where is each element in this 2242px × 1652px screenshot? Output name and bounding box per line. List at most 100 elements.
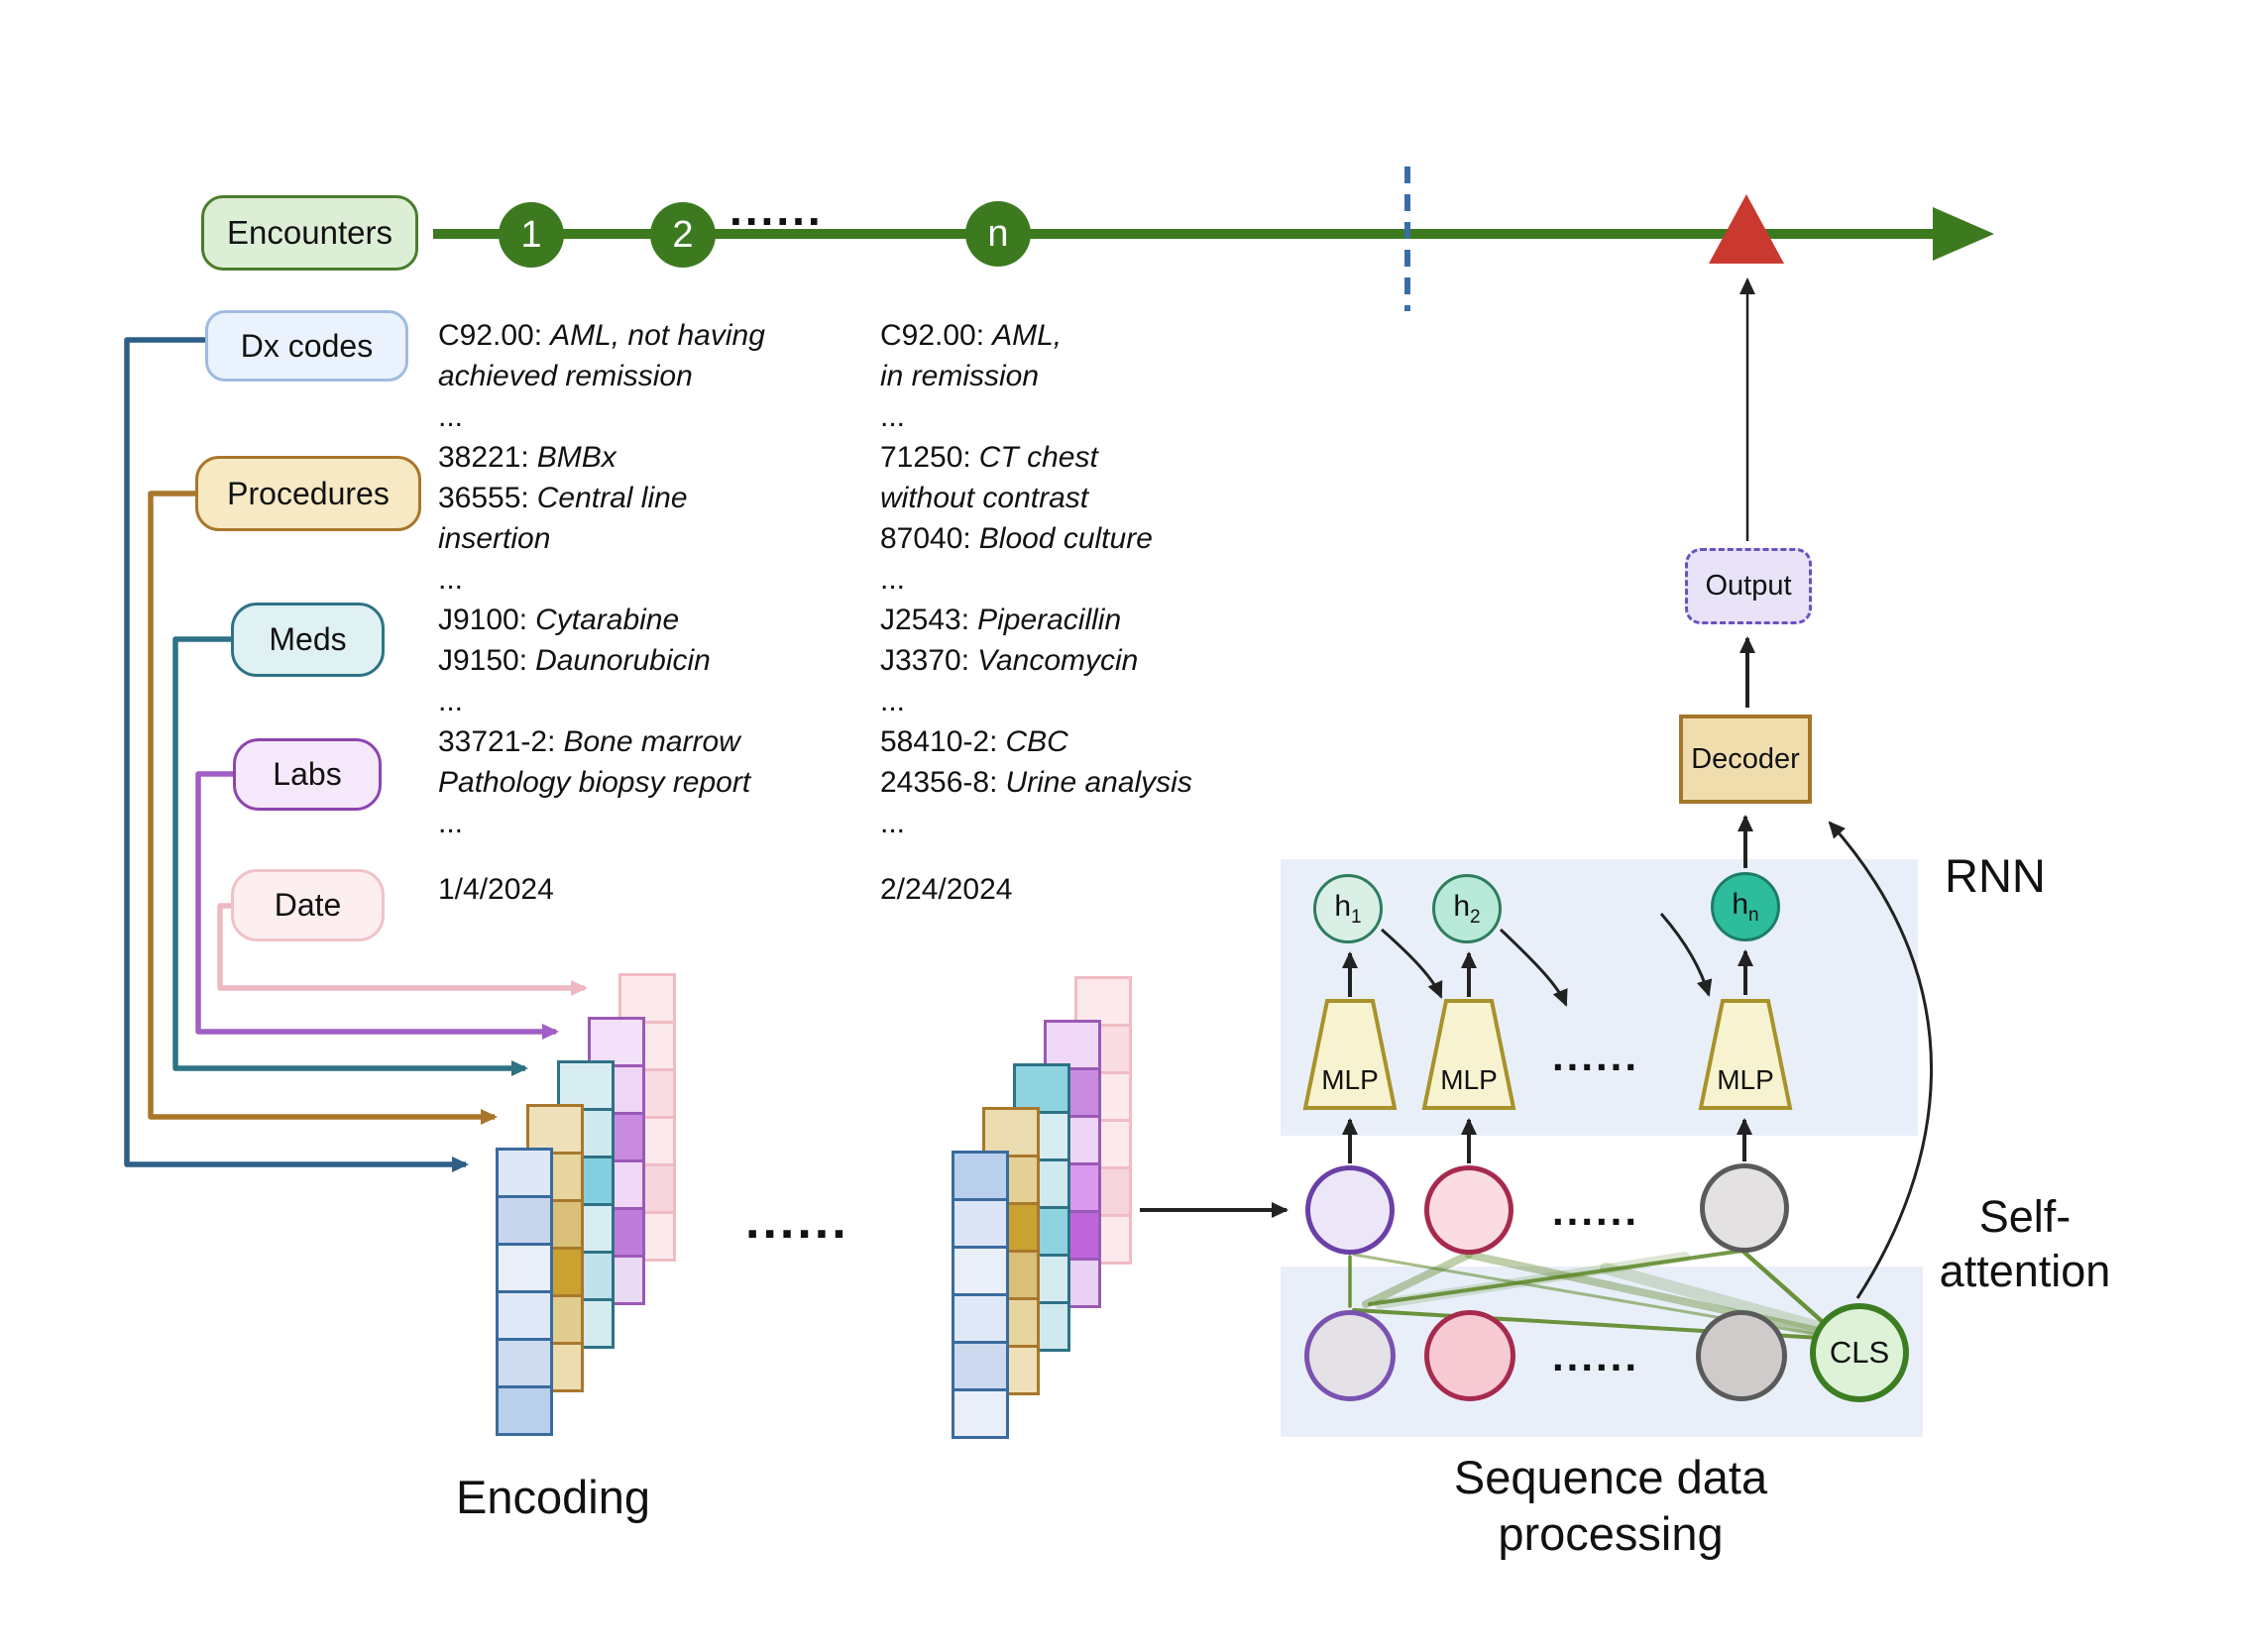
rnn-section-label: RNN (1945, 849, 2046, 902)
code-line: insertion (438, 522, 551, 555)
mlp-trapezoids (1302, 999, 1793, 1110)
encoding-cell (952, 1151, 1009, 1201)
attention-circle-2 (1424, 1310, 1515, 1401)
sequence-label-line2: processing (1498, 1507, 1724, 1560)
encoding-cell (588, 1017, 645, 1067)
self-attention-section-label: Self- attention (1931, 1189, 2119, 1298)
decoder-box: Decoder (1679, 715, 1812, 804)
code-line: in remission (880, 360, 1040, 392)
code-line: J9100:Cytarabine (438, 604, 680, 636)
encoding-cell (496, 1385, 553, 1436)
code-line: C92.00:AML, not having (438, 319, 765, 352)
encounters-label-box: Encounters (201, 195, 418, 271)
code-line: achieved remission (438, 360, 693, 392)
code-line: 38221:BMBx (438, 441, 617, 474)
prediction-marker-triangle-icon (1709, 194, 1784, 264)
encoding-cell (952, 1293, 1009, 1344)
encoding-cell (496, 1148, 553, 1198)
encoding-cell (618, 973, 676, 1024)
token-circle-2 (1424, 1165, 1513, 1255)
code-line: without contrast (880, 482, 1089, 514)
code-line: 1/4/2024 (438, 873, 554, 906)
category-date: Date (231, 869, 385, 941)
category-procedures: Procedures (195, 456, 421, 531)
encoding-stack-blue (952, 1151, 1009, 1439)
rnn-ellipsis: ...... (1552, 1033, 1640, 1079)
encoding-label: Encoding (456, 1471, 650, 1523)
sequence-processing-label: Sequence data processing (1393, 1449, 1829, 1562)
code-line: 2/24/2024 (880, 873, 1013, 906)
token-circle-1 (1305, 1165, 1395, 1255)
code-line: ... (438, 563, 464, 596)
code-line: ... (438, 807, 464, 839)
mlp-2-label: MLP (1440, 1064, 1498, 1095)
hidden-state-h1: h1 (1313, 874, 1383, 943)
token-row-ellipsis: ...... (1552, 1187, 1640, 1234)
dx-bracket-line (124, 337, 469, 1172)
timeline-node-2: 2 (650, 202, 716, 268)
self-attention-label-line2: attention (1939, 1246, 2111, 1296)
code-line: J2543:Piperacillin (880, 604, 1122, 636)
code-line: ... (438, 400, 464, 433)
hidden-state-hn: hn (1711, 872, 1780, 941)
encoding-ellipsis: ...... (745, 1192, 849, 1250)
code-line: ... (438, 685, 464, 717)
code-line: 71250:CT chest (880, 441, 1098, 474)
encoding-cell (1074, 976, 1132, 1027)
date-bracket-line (217, 903, 588, 996)
code-line: ... (880, 807, 906, 839)
timeline-node-1: 1 (499, 202, 564, 268)
code-line: J3370:Vancomycin (880, 644, 1139, 677)
mlp-1-shape (1302, 999, 1398, 1110)
attention-circle-n (1696, 1310, 1787, 1401)
code-line: C92.00:AML, (880, 319, 1063, 352)
labs-bracket-line (195, 771, 559, 1040)
encoding-cell (496, 1243, 553, 1293)
code-line: ... (880, 400, 906, 433)
timeline-arrowhead-icon (1933, 207, 1994, 261)
mlp-1-label: MLP (1321, 1064, 1379, 1095)
self-attention-label-line1: Self- (1978, 1191, 2072, 1242)
category-labs: Labs (233, 738, 382, 811)
encoding-stack-blue (496, 1148, 553, 1436)
mlp-n-label: MLP (1717, 1064, 1774, 1095)
code-line: ... (880, 685, 906, 717)
code-line: J9150:Daunorubicin (438, 644, 711, 677)
rnn-arrows (1342, 636, 1755, 1163)
code-line: 36555:Central line (438, 482, 688, 514)
category-meds: Meds (231, 603, 385, 677)
encoding-cell (952, 1246, 1009, 1296)
cls-to-decoder-arrow (1828, 821, 1933, 1299)
token-circle-n (1700, 1163, 1789, 1253)
code-line: 24356-8:Urine analysis (880, 766, 1192, 799)
mlp-2-shape (1421, 999, 1516, 1110)
hidden-state-h2: h2 (1432, 874, 1502, 943)
code-line: 58410-2:CBC (880, 725, 1068, 758)
encoding-cell (1044, 1020, 1101, 1070)
recurrence-arrows (1381, 913, 1713, 1007)
attention-lines (1348, 1248, 1836, 1340)
encoding-cell (496, 1290, 553, 1341)
meds-bracket-line (172, 636, 528, 1076)
encounters-label: Encounters (227, 214, 392, 251)
encoding-cell (496, 1338, 553, 1388)
encounter-2-details: C92.00:AML, in remission ... 71250:CT ch… (880, 315, 1336, 910)
category-brackets (124, 337, 588, 1172)
cls-token-circle: CLS (1810, 1303, 1909, 1402)
code-line: 87040:Blood culture (880, 522, 1153, 555)
code-line: ... (880, 563, 906, 596)
encoding-cell (952, 1198, 1009, 1249)
timeline-node-n: n (965, 201, 1031, 267)
encoding-cell (526, 1104, 584, 1155)
procedures-bracket-line (148, 491, 498, 1125)
attention-circle-1 (1304, 1310, 1396, 1401)
code-line: Pathology biopsy report (438, 766, 751, 799)
encoding-cell (496, 1195, 553, 1246)
output-box: Output (1685, 548, 1812, 624)
timeline-ellipsis: ...... (729, 183, 824, 235)
category-dx-codes: Dx codes (205, 310, 408, 382)
encounter-1-details: C92.00:AML, not having achieved remissio… (438, 315, 894, 910)
sequence-label-line1: Sequence data (1453, 1451, 1768, 1503)
